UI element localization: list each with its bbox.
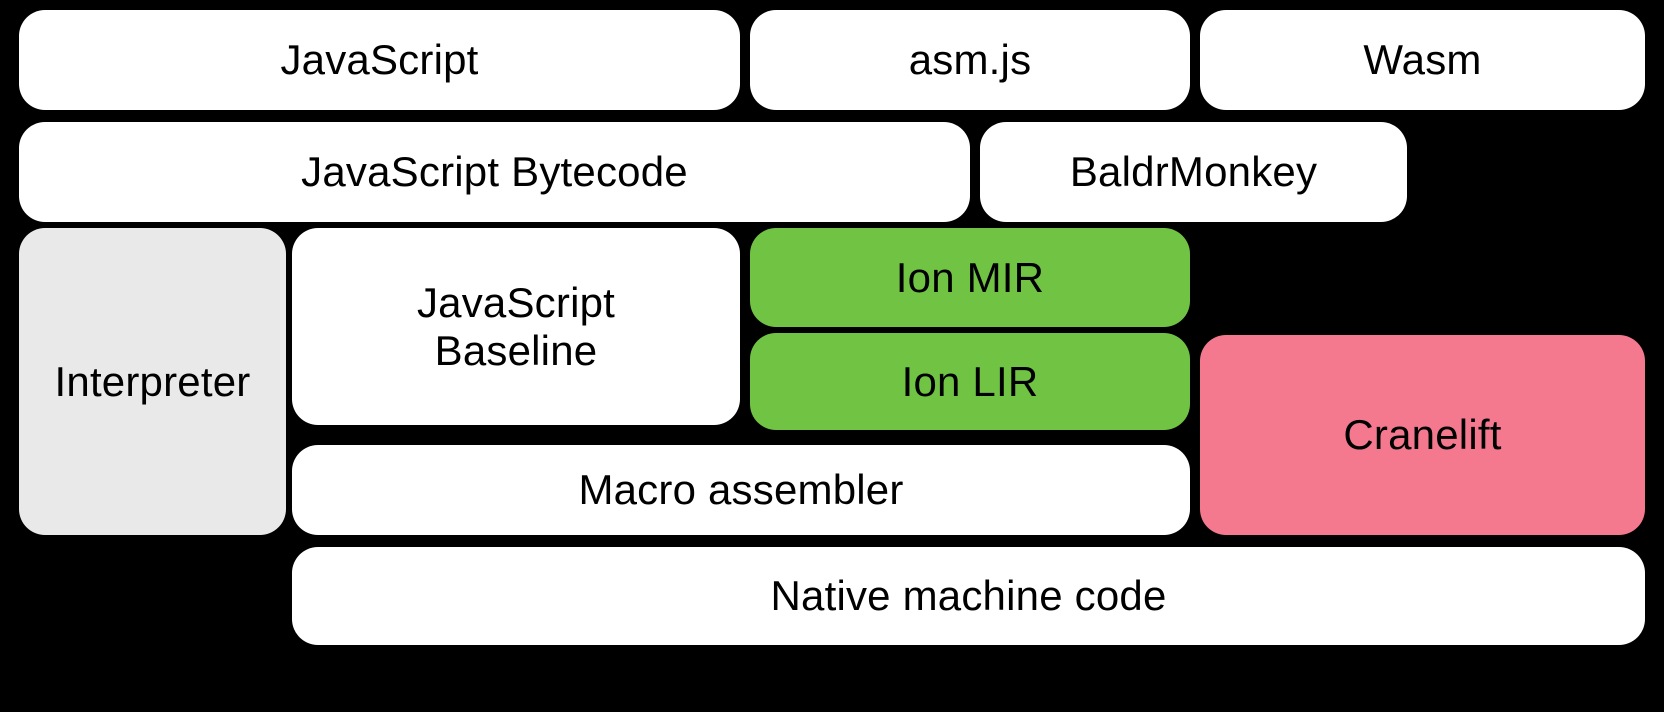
node-javascript-bytecode-label: JavaScript Bytecode bbox=[301, 148, 688, 196]
node-interpreter-label: Interpreter bbox=[54, 357, 251, 405]
node-javascript-baseline-label: JavaScript Baseline bbox=[416, 279, 616, 374]
node-native-machine-code[interactable]: Native machine code bbox=[292, 547, 1645, 645]
node-cranelift-label: Cranelift bbox=[1343, 411, 1502, 459]
node-asmjs[interactable]: asm.js bbox=[750, 10, 1190, 110]
node-javascript-label: JavaScript bbox=[280, 36, 479, 84]
node-interpreter[interactable]: Interpreter bbox=[19, 228, 286, 535]
node-macro-assembler-label: Macro assembler bbox=[578, 466, 904, 514]
node-baldrmonkey-label: BaldrMonkey bbox=[1069, 148, 1318, 196]
node-javascript-baseline[interactable]: JavaScript Baseline bbox=[292, 228, 740, 425]
node-cranelift[interactable]: Cranelift bbox=[1200, 335, 1645, 535]
node-ion-mir[interactable]: Ion MIR bbox=[750, 228, 1190, 327]
node-asmjs-label: asm.js bbox=[908, 36, 1032, 84]
node-ion-lir-label: Ion LIR bbox=[901, 357, 1039, 405]
node-ion-lir[interactable]: Ion LIR bbox=[750, 333, 1190, 430]
node-native-machine-code-label: Native machine code bbox=[770, 572, 1167, 620]
node-baldrmonkey[interactable]: BaldrMonkey bbox=[980, 122, 1407, 222]
node-wasm[interactable]: Wasm bbox=[1200, 10, 1645, 110]
node-javascript[interactable]: JavaScript bbox=[19, 10, 740, 110]
node-ion-mir-label: Ion MIR bbox=[895, 253, 1045, 301]
node-javascript-bytecode[interactable]: JavaScript Bytecode bbox=[19, 122, 970, 222]
node-wasm-label: Wasm bbox=[1363, 36, 1482, 84]
node-macro-assembler[interactable]: Macro assembler bbox=[292, 445, 1190, 535]
